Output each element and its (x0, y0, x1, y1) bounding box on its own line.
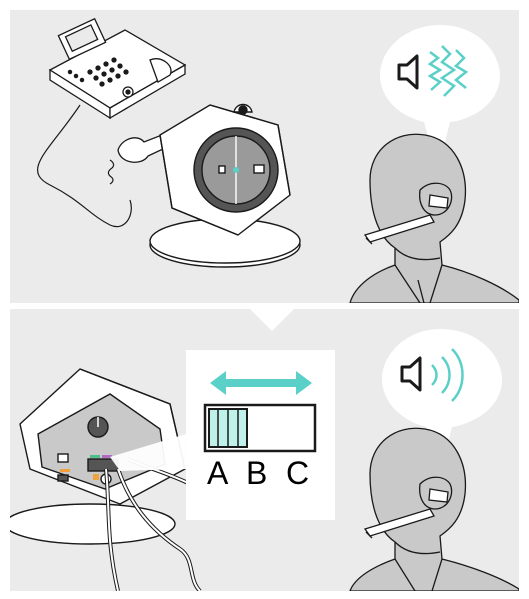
person-with-headset-icon (350, 134, 519, 303)
desk-phone-icon (50, 19, 185, 118)
base-station-rear-icon (10, 369, 200, 591)
slide-switch-icon (205, 405, 315, 451)
headset-base-station-icon (150, 105, 300, 268)
top-panel-noisy-sound (10, 10, 519, 303)
person-with-headset-icon (350, 428, 519, 591)
switch-label-a: A (207, 455, 228, 492)
bottom-panel-clear-sound: A B C (10, 309, 519, 591)
switch-label-b: B (246, 455, 267, 492)
switch-label-c: C (286, 455, 309, 492)
top-illustration (10, 10, 519, 303)
bottom-illustration (10, 309, 519, 591)
phone-cord (38, 105, 132, 227)
